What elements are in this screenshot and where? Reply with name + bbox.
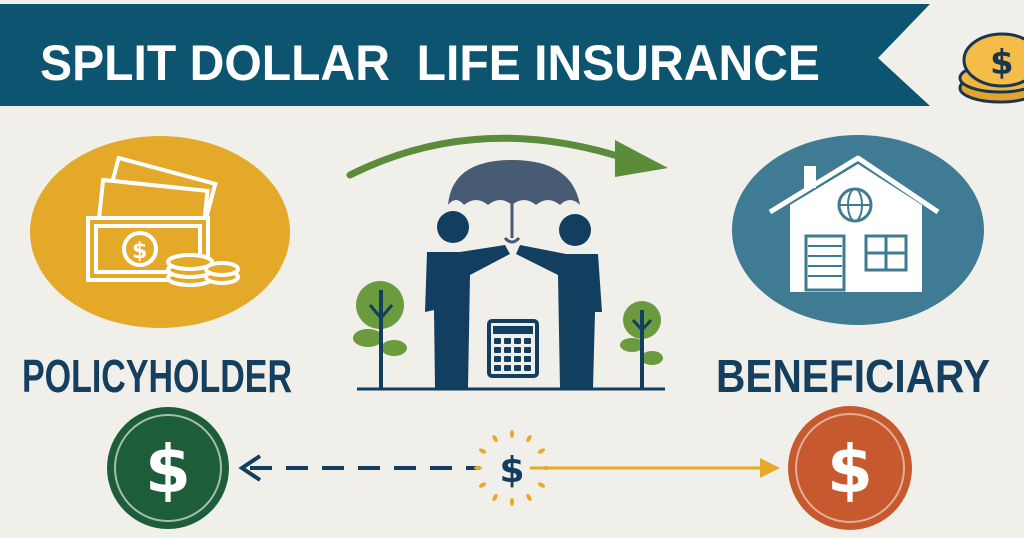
tree-icon xyxy=(620,301,663,388)
burst-ray xyxy=(492,493,498,502)
calculator-key xyxy=(514,365,521,371)
calculator-key xyxy=(494,365,501,371)
corner-coin-symbol: $ xyxy=(990,43,1014,83)
beneficiary-coin-icon: $ xyxy=(788,406,912,530)
burst-ray xyxy=(510,430,514,438)
calculator-key xyxy=(514,347,521,353)
calculator-key xyxy=(504,347,511,353)
left-coin-symbol: $ xyxy=(145,431,191,508)
calculator-key xyxy=(514,356,521,362)
calculator-key xyxy=(514,338,521,344)
coin-stack-icon: $ xyxy=(958,32,1024,104)
right-coin-symbol: $ xyxy=(827,431,873,508)
policyholder-badge: $ xyxy=(30,136,290,328)
burst-ray xyxy=(510,498,514,506)
burst-ray xyxy=(474,466,482,470)
burst-ray xyxy=(537,448,546,454)
svg-text:$: $ xyxy=(132,239,147,264)
two-people-sharing-umbrella-icon xyxy=(425,160,602,388)
tree-icon xyxy=(353,281,407,388)
house-icon xyxy=(768,155,940,292)
burst-ray xyxy=(492,434,498,443)
calculator-key xyxy=(524,356,531,362)
right-arrow xyxy=(530,458,780,478)
beneficiary-badge xyxy=(732,135,984,325)
policyholder-coin-icon: $ xyxy=(107,407,229,529)
burst-ray xyxy=(478,448,487,454)
calculator-icon xyxy=(487,319,539,378)
burst-ray xyxy=(478,482,487,488)
burst-ray xyxy=(526,434,532,443)
calculator-key xyxy=(494,338,501,344)
calculator-key xyxy=(524,347,531,353)
center-dollar-symbol: $ xyxy=(499,450,524,491)
banner-title: SPLIT DOLLAR LIFE INSURANCE xyxy=(40,35,820,91)
calculator-key xyxy=(504,365,511,371)
calculator-key xyxy=(504,338,511,344)
calculator-key xyxy=(504,356,511,362)
transfer-arrow-icon xyxy=(346,134,668,179)
beneficiary-label: BENEFICIARY xyxy=(716,350,990,402)
calculator-key xyxy=(524,338,531,344)
calculator-key xyxy=(494,356,501,362)
left-dashed-arrow xyxy=(238,454,480,482)
burst-ray xyxy=(526,493,532,502)
burst-ray xyxy=(537,482,546,488)
policyholder-label: POLICYHOLDER xyxy=(22,350,292,402)
cash-and-coins-icon: $ xyxy=(86,155,240,287)
title-banner: SPLIT DOLLAR LIFE INSURANCE xyxy=(0,4,930,106)
calculator-key xyxy=(524,365,531,371)
calculator-key xyxy=(494,347,501,353)
